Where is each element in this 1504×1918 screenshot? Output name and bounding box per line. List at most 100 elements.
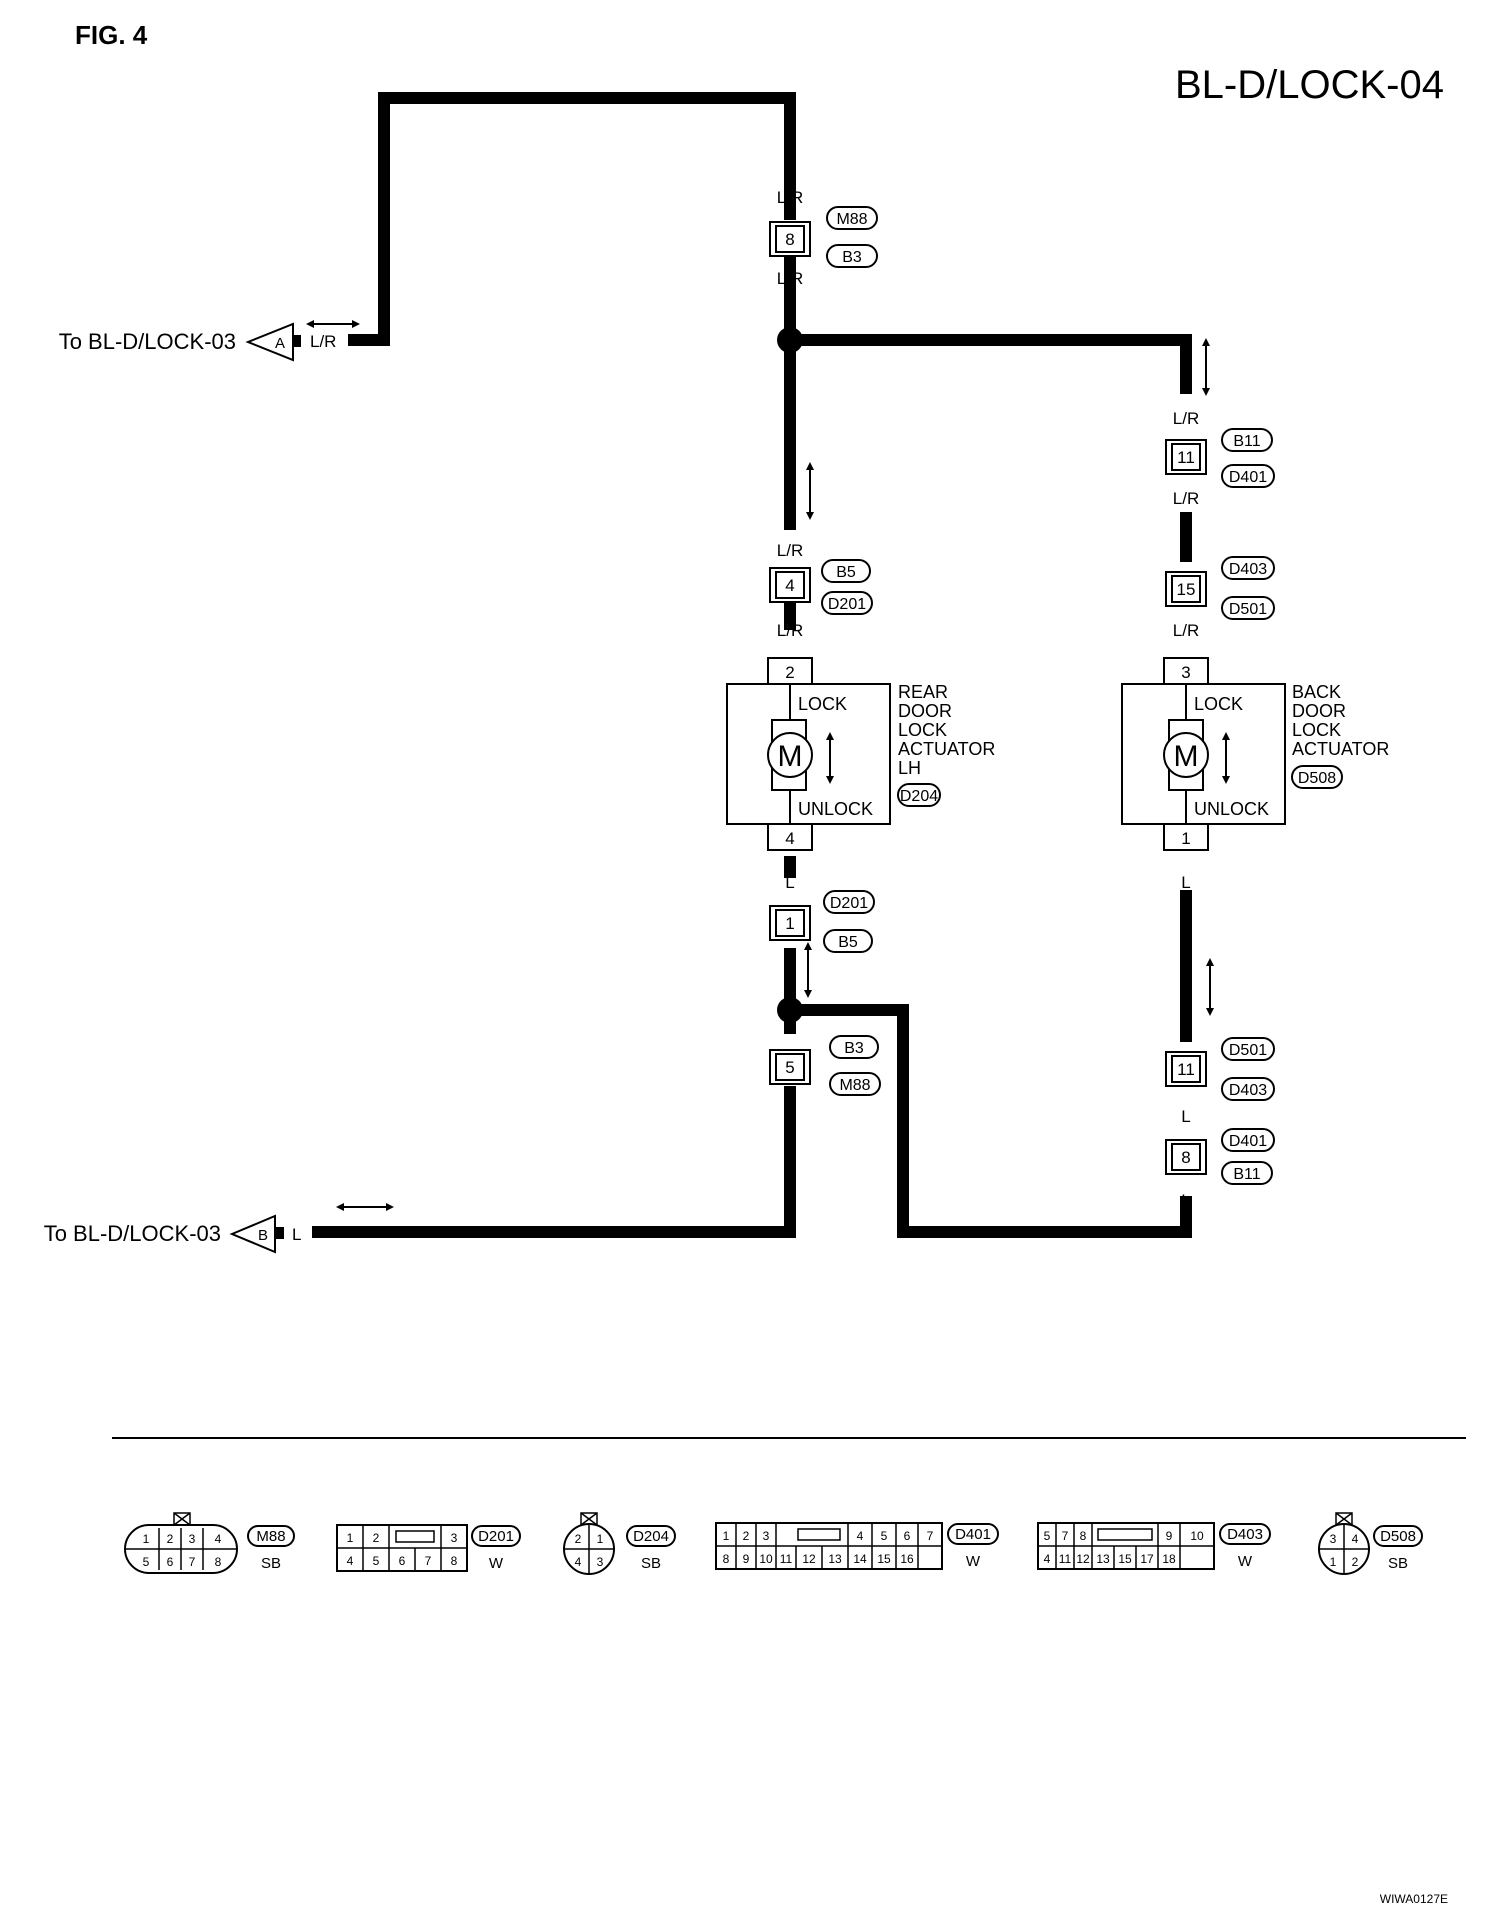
wire-label: L bbox=[1181, 1191, 1190, 1210]
connector-id: D201 bbox=[830, 895, 868, 912]
wire-label: L bbox=[785, 873, 794, 892]
offpage-b-text: To BL-D/LOCK-03 bbox=[44, 1221, 221, 1246]
legend-pin: 2 bbox=[1352, 1555, 1359, 1569]
connector-id: B5 bbox=[838, 934, 858, 951]
legend-color: W bbox=[489, 1555, 504, 1572]
actuator-name-line: DOOR bbox=[1292, 701, 1346, 721]
junction-dot-bottom bbox=[777, 997, 803, 1023]
connector-legend: 1 2 3 4 5 6 7 8 M88 SB 1 2 3 4 5 6 bbox=[124, 1512, 1423, 1575]
legend-pin: 9 bbox=[1166, 1529, 1173, 1543]
wire-label: L/R bbox=[1173, 621, 1199, 640]
actuator-pin: 1 bbox=[1181, 829, 1190, 848]
legend-color: SB bbox=[261, 1555, 281, 1572]
legend-d401[interactable]: 1 2 3 4 5 6 7 8 9 10 11 12 13 14 15 16 D… bbox=[715, 1522, 999, 1570]
signal-arrows bbox=[306, 320, 1214, 1211]
connector-id: B5 bbox=[836, 564, 856, 581]
connector-pin: 11 bbox=[1177, 1060, 1195, 1079]
legend-pin: 7 bbox=[1062, 1529, 1069, 1543]
wire-lr-top-loop bbox=[348, 92, 796, 346]
back-door-lock-actuator[interactable]: 3 1 M LOCK UNLOCK BACK DOOR LOCK ACTUATO… bbox=[1121, 657, 1389, 851]
wire-label: L/R bbox=[777, 621, 803, 640]
offpage-a-wire: L/R bbox=[310, 332, 336, 351]
connector-id: B11 bbox=[1233, 433, 1260, 450]
legend-pin: 14 bbox=[853, 1552, 867, 1566]
legend-d204[interactable]: 2 1 4 3 D204 SB bbox=[563, 1512, 676, 1575]
connector-id: M88 bbox=[836, 211, 867, 228]
legend-pin: 5 bbox=[881, 1529, 888, 1543]
connector-id: B11 bbox=[1233, 1166, 1260, 1183]
connector-d403[interactable]: 15 D403 D501 bbox=[1165, 556, 1275, 620]
actuator-name-line: LH bbox=[898, 758, 921, 778]
legend-pin: 17 bbox=[1140, 1552, 1154, 1566]
offpage-a-text: To BL-D/LOCK-03 bbox=[59, 329, 236, 354]
legend-code: D401 bbox=[955, 1526, 991, 1543]
legend-color: SB bbox=[1388, 1555, 1408, 1572]
wire-label: L bbox=[785, 1099, 794, 1118]
legend-code: D204 bbox=[633, 1528, 669, 1545]
legend-pin: 5 bbox=[1044, 1529, 1051, 1543]
wire-label: L bbox=[785, 951, 794, 970]
connector-id: B3 bbox=[844, 1040, 864, 1057]
connector-m88[interactable]: 8 M88 B3 bbox=[769, 206, 878, 268]
offpage-b-letter: B bbox=[258, 1227, 268, 1244]
legend-pin: 1 bbox=[143, 1532, 150, 1546]
figure-label: FIG. 4 bbox=[75, 20, 148, 50]
connector-id: M88 bbox=[839, 1077, 870, 1094]
wire-label: L/R bbox=[777, 269, 803, 288]
terminal-mark bbox=[276, 1227, 284, 1239]
legend-pin: 11 bbox=[780, 1552, 793, 1566]
offpage-triangle-icon bbox=[245, 322, 294, 362]
actuator-name-line: LOCK bbox=[898, 720, 947, 740]
unlock-label: UNLOCK bbox=[798, 799, 873, 819]
actuator-name-line: LOCK bbox=[1292, 720, 1341, 740]
offpage-connector-a[interactable]: To BL-D/LOCK-03 A L/R bbox=[59, 322, 337, 362]
legend-pin: 11 bbox=[1059, 1552, 1072, 1566]
connector-b3[interactable]: 5 B3 M88 bbox=[769, 1035, 881, 1096]
legend-pin: 8 bbox=[1080, 1529, 1087, 1543]
legend-code: D201 bbox=[478, 1528, 514, 1545]
connector-id: D201 bbox=[828, 596, 866, 613]
connector-pin: 15 bbox=[1177, 580, 1196, 599]
legend-pin: 2 bbox=[575, 1532, 582, 1546]
junction-dot-top bbox=[777, 327, 803, 353]
rear-door-lock-actuator[interactable]: 2 4 M LOCK UNLOCK REAR DOOR LOCK ACTUATO… bbox=[726, 657, 995, 851]
legend-pin: 8 bbox=[723, 1552, 730, 1566]
legend-pin: 8 bbox=[451, 1554, 458, 1568]
legend-pin: 4 bbox=[1044, 1552, 1051, 1566]
offpage-connector-b[interactable]: To BL-D/LOCK-03 B L bbox=[44, 1214, 302, 1254]
legend-pin: 16 bbox=[900, 1552, 914, 1566]
legend-d508[interactable]: 3 4 1 2 D508 SB bbox=[1318, 1512, 1423, 1575]
connector-d401[interactable]: 8 D401 B11 bbox=[1165, 1128, 1275, 1185]
actuator-name-line: DOOR bbox=[898, 701, 952, 721]
legend-pin: 13 bbox=[1096, 1552, 1110, 1566]
legend-pin: 7 bbox=[425, 1554, 432, 1568]
lock-label: LOCK bbox=[798, 694, 847, 714]
connector-id: D501 bbox=[1229, 601, 1267, 618]
connector-b5[interactable]: 4 B5 D201 bbox=[769, 559, 873, 615]
legend-pin: 2 bbox=[373, 1531, 380, 1545]
connector-id: D501 bbox=[1229, 1042, 1267, 1059]
legend-pin: 3 bbox=[451, 1531, 458, 1545]
legend-pin: 4 bbox=[575, 1555, 582, 1569]
legend-d201[interactable]: 1 2 3 4 5 6 7 8 D201 W bbox=[336, 1524, 521, 1572]
legend-pin: 10 bbox=[759, 1552, 773, 1566]
connector-d201[interactable]: 1 D201 B5 bbox=[769, 890, 875, 953]
connector-b11[interactable]: 11 B11 D401 bbox=[1165, 428, 1275, 488]
legend-d403[interactable]: 5 7 8 9 10 4 11 12 13 15 17 18 D403 W bbox=[1037, 1522, 1271, 1570]
connector-pin: 4 bbox=[785, 576, 794, 595]
legend-pin: 8 bbox=[215, 1555, 222, 1569]
connector-id: D204 bbox=[900, 788, 938, 805]
legend-color: W bbox=[1238, 1553, 1253, 1570]
legend-pin: 3 bbox=[597, 1555, 604, 1569]
wires bbox=[312, 92, 1192, 1238]
legend-pin: 5 bbox=[373, 1554, 380, 1568]
connector-d501[interactable]: 11 D501 D403 bbox=[1165, 1037, 1275, 1101]
legend-pin: 3 bbox=[763, 1529, 770, 1543]
motor-icon bbox=[767, 732, 813, 778]
wire-l-junction-to-back bbox=[790, 1004, 1192, 1238]
legend-m88[interactable]: 1 2 3 4 5 6 7 8 M88 SB bbox=[124, 1512, 295, 1574]
legend-pin: 18 bbox=[1162, 1552, 1176, 1566]
legend-pin: 2 bbox=[167, 1532, 174, 1546]
legend-color: SB bbox=[641, 1555, 661, 1572]
